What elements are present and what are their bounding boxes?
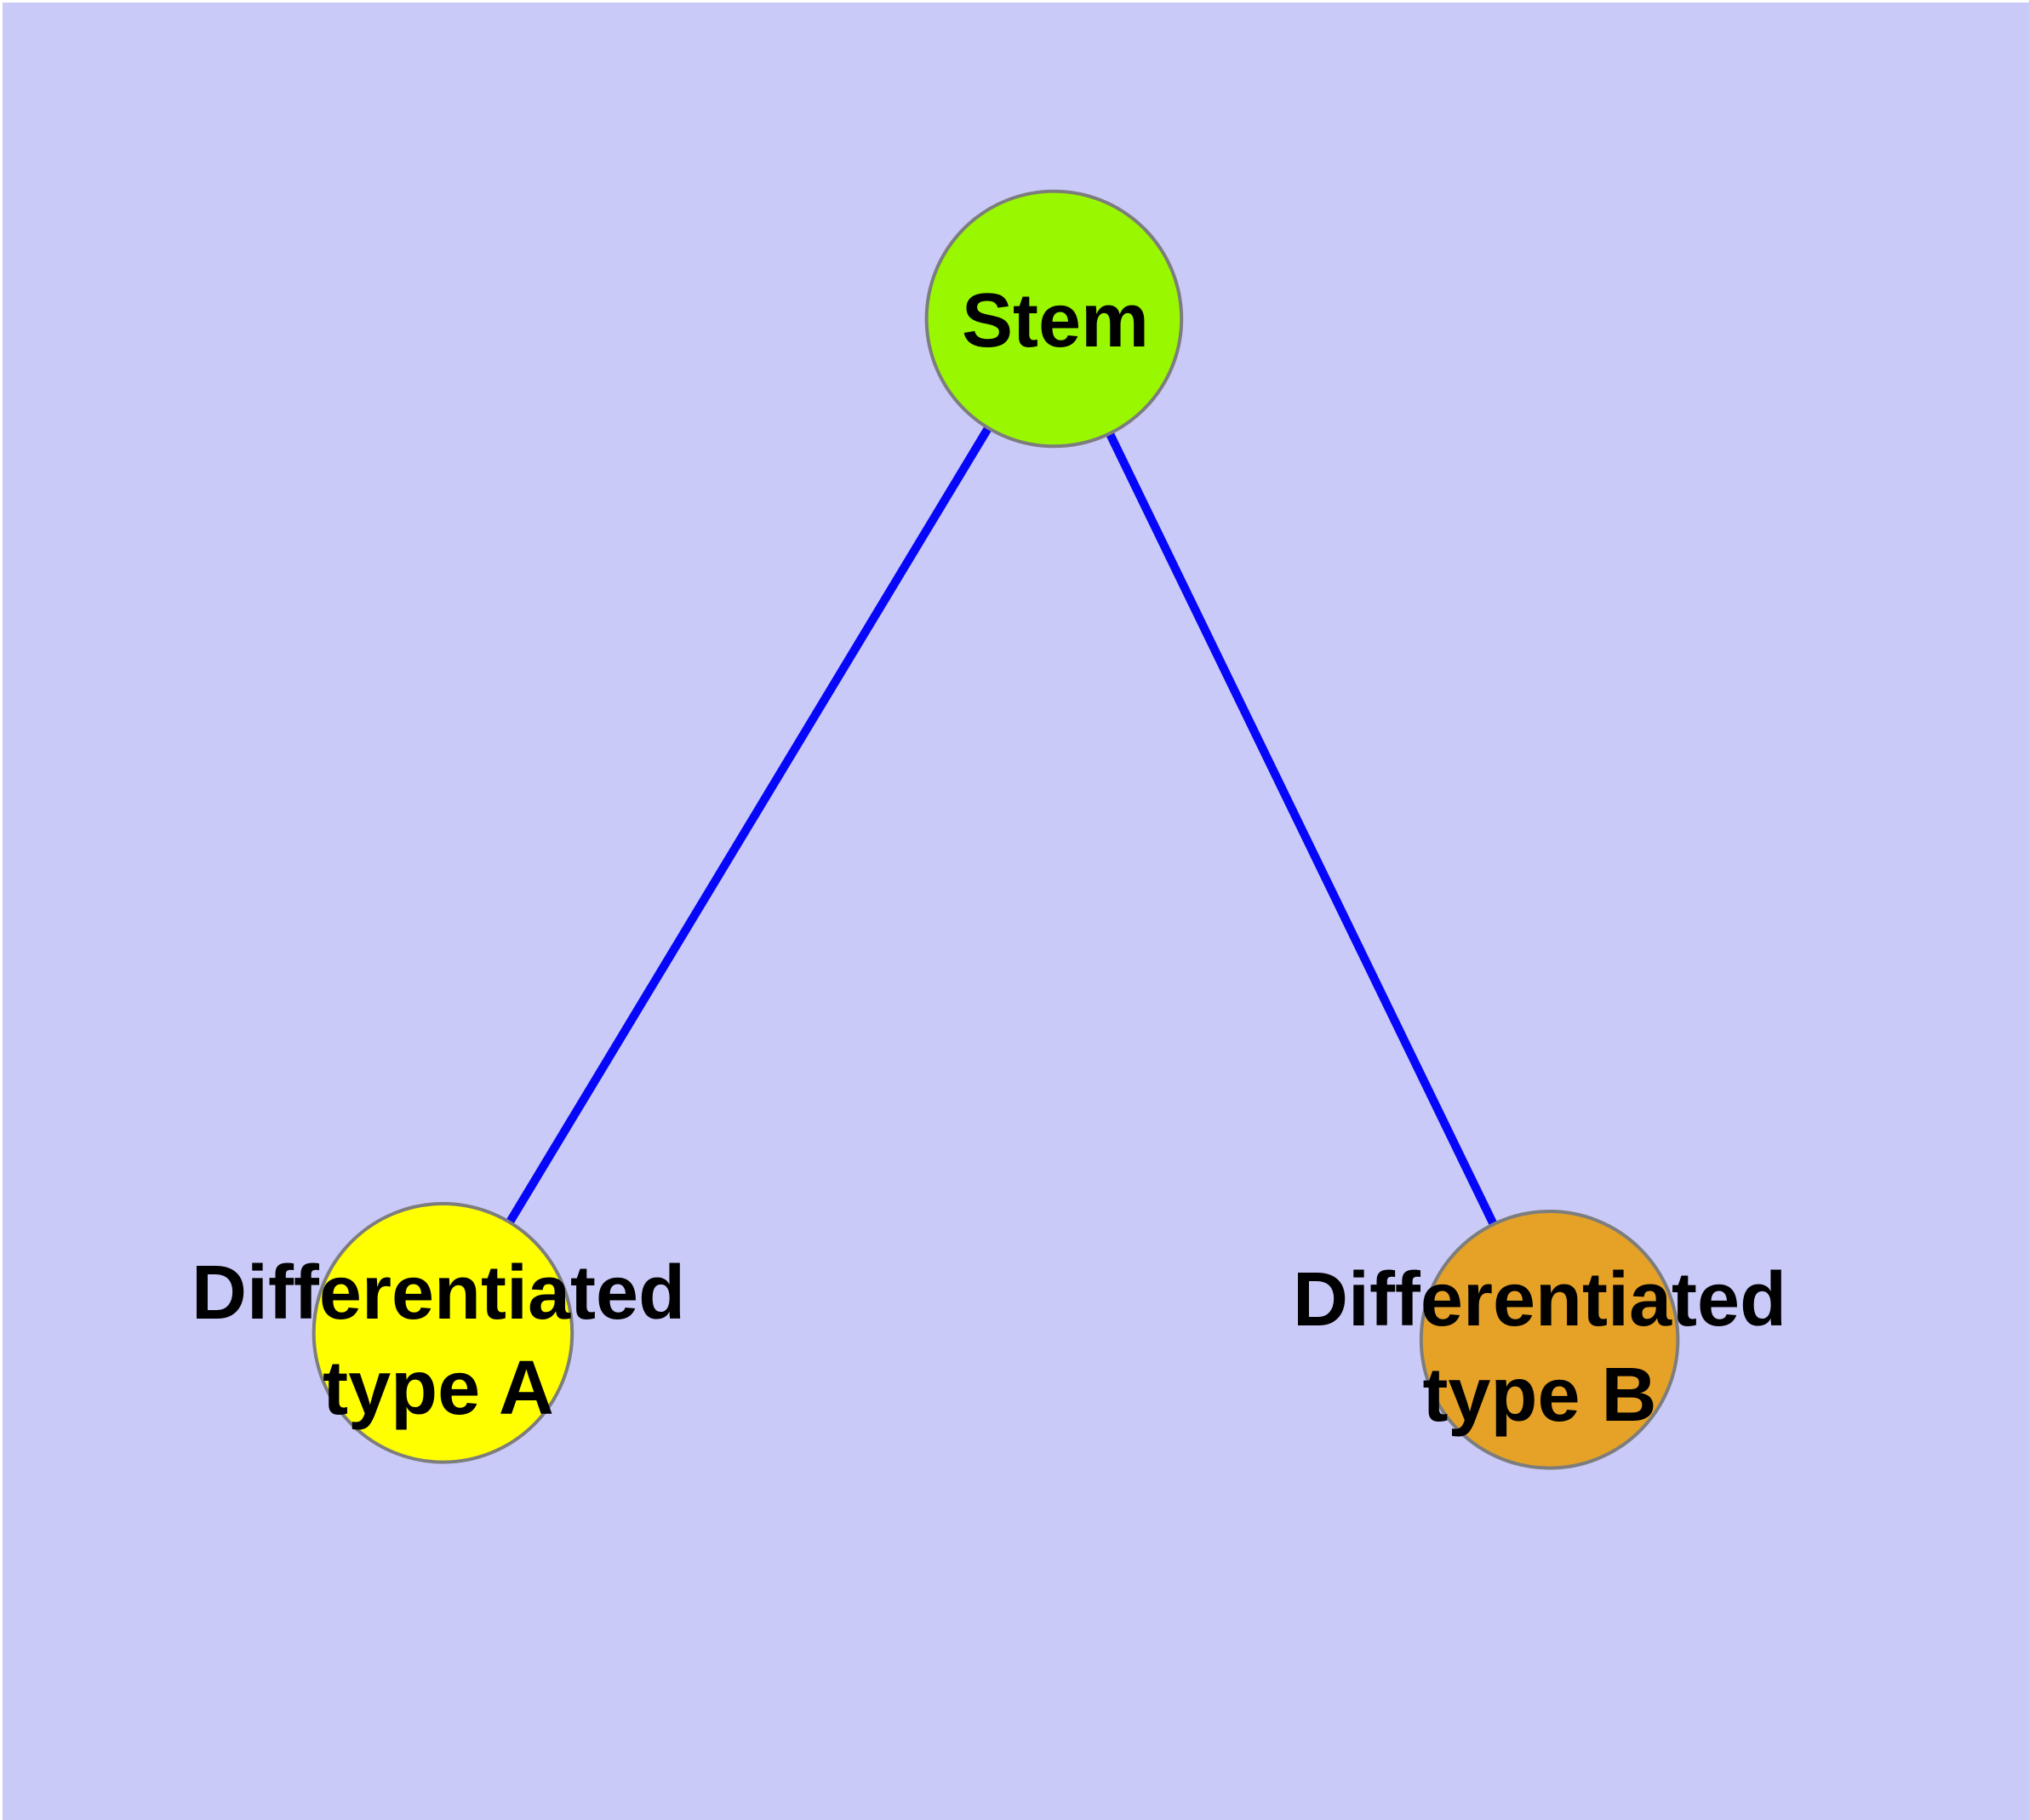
node-differentiated-type-b <box>1419 1210 1680 1470</box>
node-label-type-b-line-1: Differentiated <box>1292 1257 1787 1342</box>
edge-stem-to-type-b <box>1049 317 1554 1342</box>
node-label-differentiated-type-a: Differentiated type A <box>191 1245 685 1436</box>
node-label-type-a-line-2: type A <box>323 1346 554 1431</box>
node-label-stem: Stem <box>962 273 1149 369</box>
node-differentiated-type-a <box>311 1202 574 1464</box>
graph-svg <box>311 189 1680 1470</box>
node-label-differentiated-type-b: Differentiated type B <box>1293 1252 1786 1443</box>
node-label-type-a-line-1: Differentiated <box>191 1251 686 1336</box>
node-label-stem-line-1: Stem <box>961 278 1150 363</box>
node-stem <box>924 189 1184 449</box>
edge-stem-to-type-a <box>439 316 1058 1336</box>
node-label-type-b-line-2: type B <box>1422 1353 1657 1438</box>
